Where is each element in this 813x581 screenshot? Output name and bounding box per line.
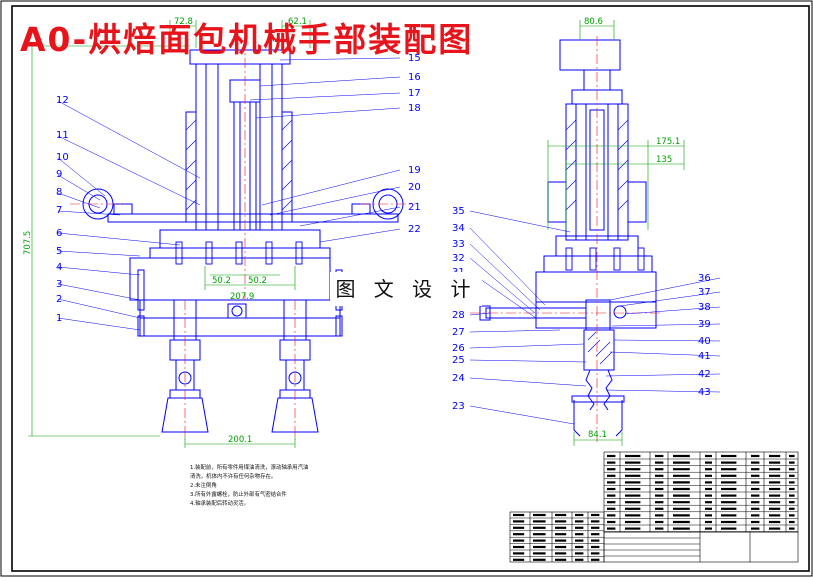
part-label: 17 [408, 88, 421, 99]
dimension-label: 207.9 [230, 292, 254, 302]
note-line: 1.装配前，所有零件用煤油清洗，滚动轴承用汽油 [190, 465, 309, 471]
part-label: 38 [698, 302, 711, 313]
part-label: 1 [56, 313, 62, 324]
part-label: 37 [698, 287, 711, 298]
part-label: 26 [452, 343, 465, 354]
watermark-logo-text: 图 文 设 计 [330, 272, 482, 306]
dimension-label: 62.1 [288, 17, 307, 27]
part-label: 40 [698, 336, 711, 347]
part-label: 25 [452, 355, 465, 366]
part-label: 33 [452, 239, 465, 250]
part-label: 2 [56, 294, 62, 305]
part-label: 20 [408, 182, 421, 193]
part-label: 10 [56, 152, 69, 163]
part-label: 4 [56, 262, 62, 273]
part-label: 27 [452, 327, 465, 338]
part-label: 32 [452, 253, 465, 264]
part-label: 39 [698, 319, 711, 330]
note-line: 2.未注倒角 [190, 483, 217, 489]
part-label: 6 [56, 228, 62, 239]
part-label: 35 [452, 206, 465, 217]
part-label: 43 [698, 387, 711, 398]
note-line: 3.所有外露螺栓，防止外部有气密结合件 [190, 492, 287, 498]
part-label: 42 [698, 369, 711, 380]
dimension-label: 80.6 [584, 17, 603, 27]
dimension-label: 84.1 [588, 430, 607, 440]
part-label: 21 [408, 202, 421, 213]
part-label: 34 [452, 223, 465, 234]
table-text-marks [513, 454, 795, 561]
part-label: 11 [56, 130, 69, 141]
centerlines-left [70, 40, 415, 440]
dimension-label: 200.1 [228, 435, 252, 445]
part-numbers: 12 11 10 9 8 7 6 5 4 3 2 1 15 16 17 18 1… [56, 53, 711, 412]
dimension-label: 72.8 [174, 17, 193, 27]
hatching-right [565, 119, 629, 365]
note-line: 4.轴承装配后转动灵活。 [190, 501, 250, 507]
part-label: 7 [56, 205, 62, 216]
dimension-label: 707.5 [23, 231, 33, 255]
note-line: 清洗，机体内不许有任何杂物存在。 [190, 474, 277, 480]
leader-lines [57, 57, 721, 425]
dimensions-right [547, 20, 685, 446]
part-label: 12 [56, 95, 69, 106]
table-rows [510, 458, 798, 557]
inner-border [11, 5, 810, 572]
left-view [82, 49, 404, 433]
part-label: 16 [408, 72, 421, 83]
part-label: 41 [698, 351, 711, 362]
part-label: 15 [408, 53, 421, 64]
dimension-label: 175.1 [656, 137, 680, 147]
part-label: 28 [452, 310, 465, 321]
part-label: 24 [452, 373, 465, 384]
centerlines-right [470, 36, 660, 445]
part-label: 3 [56, 279, 62, 290]
part-label: 9 [56, 169, 62, 180]
hatching-left [185, 119, 293, 211]
right-view [479, 39, 657, 437]
dimension-label: 135 [656, 155, 672, 165]
part-label: 5 [56, 246, 62, 257]
drawing-title: A0-烘焙面包机械手部装配图 [20, 20, 474, 59]
dimension-label: 50.2 [248, 276, 267, 286]
part-label: 22 [408, 224, 421, 235]
part-label: 19 [408, 165, 421, 176]
part-label: 8 [56, 187, 62, 198]
dimension-texts: 72.8 62.1 707.5 50.2 50.2 207.9 200.1 80… [23, 17, 680, 445]
dimensions-left [28, 20, 311, 448]
part-label: 36 [698, 273, 711, 284]
dimension-label: 50.2 [212, 276, 231, 286]
part-label: 18 [408, 103, 421, 114]
part-label: 23 [452, 401, 465, 412]
